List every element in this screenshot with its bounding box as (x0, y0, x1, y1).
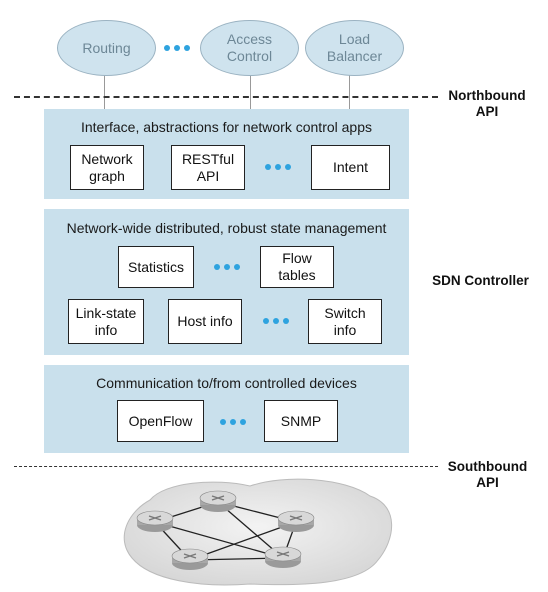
router-icon (264, 546, 302, 568)
network-graph-box: Network graph (70, 145, 144, 190)
statistics-box: Statistics (118, 246, 194, 288)
layer3-ellipsis-dots (220, 419, 246, 425)
app-routing: Routing (57, 20, 156, 76)
router-icon (171, 548, 209, 570)
layer1-ellipsis-dots (265, 164, 291, 170)
device-communication-panel: Communication to/from controlled devices… (44, 365, 409, 453)
app-connector-line (250, 70, 251, 110)
host-info-box: Host info (168, 299, 242, 344)
layer2-ellipsis-dots-top (214, 264, 240, 270)
switch-info-box: Switch info (308, 299, 382, 344)
layer2-ellipsis-dots-bottom (263, 318, 289, 324)
app-connector-line (349, 70, 350, 110)
snmp-box: SNMP (264, 400, 338, 442)
app-ellipsis-dots (164, 45, 190, 51)
router-icon (199, 490, 237, 512)
state-management-panel: Network-wide distributed, robust state m… (44, 209, 409, 355)
app-connector-line (104, 70, 105, 110)
restful-api-box: RESTful API (171, 145, 245, 190)
link-line (189, 521, 297, 561)
router-icon (277, 510, 315, 532)
link-line (154, 521, 284, 559)
app-load-balancer: Load Balancer (305, 20, 404, 76)
southbound-divider (14, 466, 438, 467)
router-icon (136, 510, 174, 532)
southbound-api-label: Southbound API (447, 459, 528, 490)
openflow-box: OpenFlow (117, 400, 204, 442)
interface-layer-panel: Interface, abstractions for network cont… (44, 109, 409, 199)
link-state-info-box: Link-state info (68, 299, 144, 344)
app-access-control: Access Control (200, 20, 299, 76)
state-management-title: Network-wide distributed, robust state m… (66, 220, 387, 236)
flow-tables-box: Flow tables (260, 246, 334, 288)
interface-layer-title: Interface, abstractions for network cont… (80, 119, 373, 135)
intent-box: Intent (311, 145, 390, 190)
northbound-divider (14, 96, 438, 98)
northbound-api-label: Northbound API (448, 88, 526, 119)
sdn-controller-label: SDN Controller (432, 273, 529, 288)
device-communication-title: Communication to/from controlled devices (96, 375, 357, 391)
